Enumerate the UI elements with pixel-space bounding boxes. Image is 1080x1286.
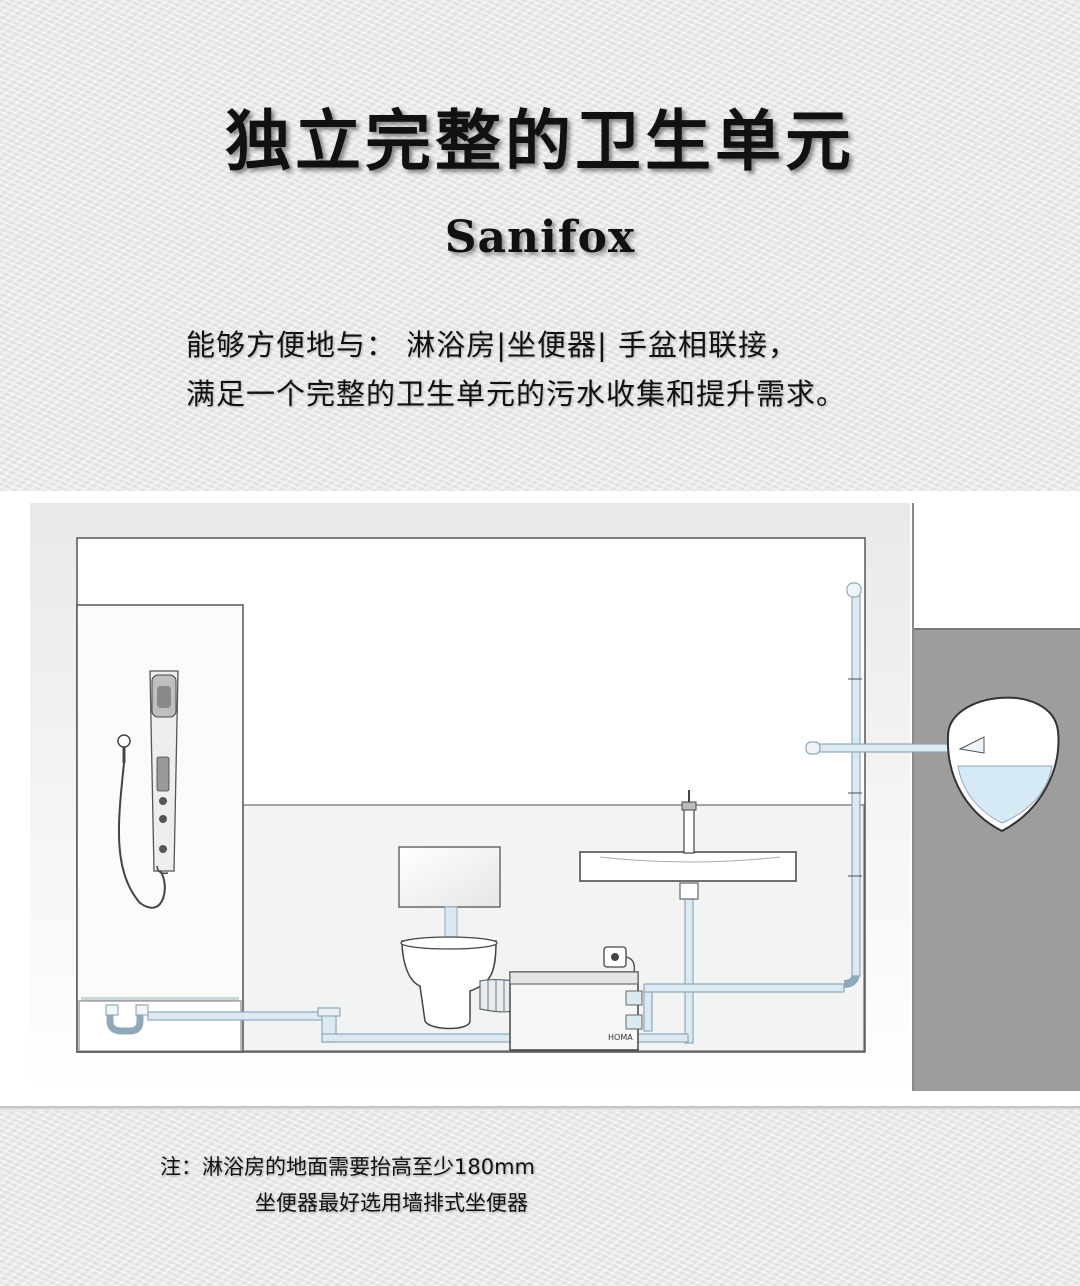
- hand-shower-icon: [117, 734, 166, 909]
- brand-name: Sanifox: [444, 212, 636, 263]
- note-line-2: 坐便器最好选用墙排式坐便器: [255, 1191, 528, 1215]
- note-line-1: 注：淋浴房的地面需要抬高至少180mm: [160, 1155, 535, 1179]
- sewer-pit-icon: [946, 696, 1060, 833]
- diagram-band-shadow: [0, 1106, 1080, 1112]
- page-title: 独立完整的卫生单元: [225, 103, 855, 180]
- description-line-2: 满足一个完整的卫生单元的污水收集和提升需求。: [186, 377, 847, 411]
- lifting-pump-icon: HOMA: [509, 971, 643, 1051]
- pump-brand-label: HOMA: [608, 1033, 633, 1042]
- shower-panel-icon: [149, 670, 179, 875]
- toilet-connector: [479, 978, 515, 1013]
- washbasin-icon: [579, 790, 797, 882]
- description-line-1: 能够方便地与： 淋浴房|坐便器| 手盆相联接，: [186, 328, 798, 362]
- power-socket-icon: [603, 946, 635, 973]
- sanitary-unit-diagram: HOMA: [30, 503, 1080, 1093]
- toilet-icon: [398, 846, 501, 1030]
